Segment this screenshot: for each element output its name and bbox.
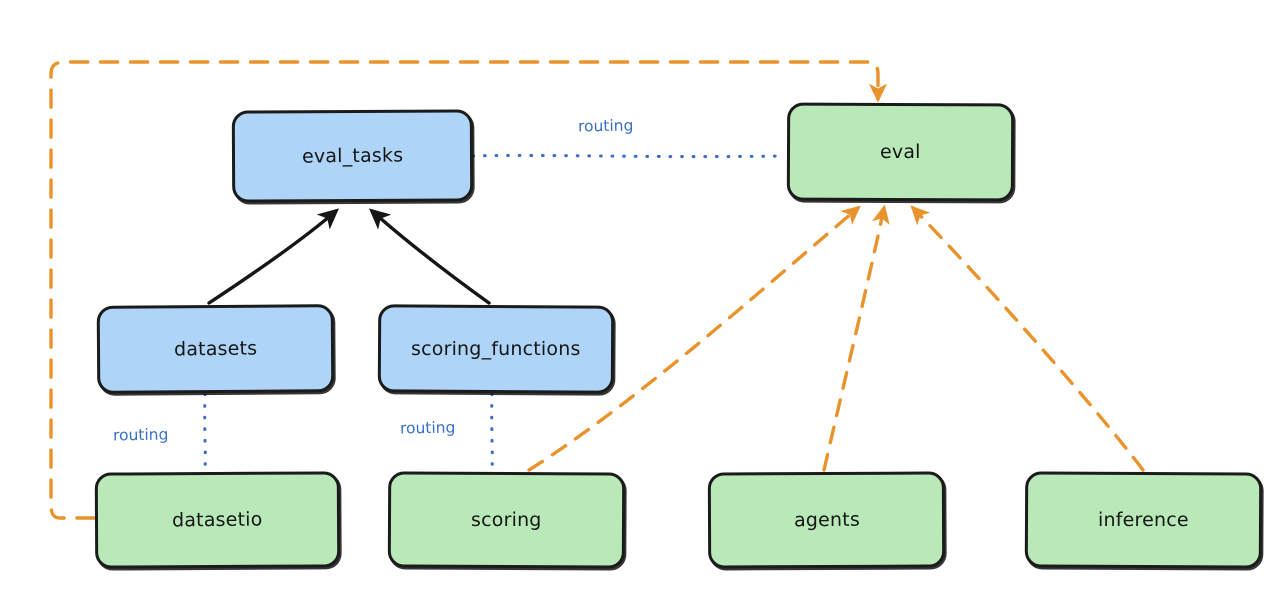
- edge-label-routing-scoring-functions-scoring: routing: [399, 418, 456, 438]
- node-eval-tasks[interactable]: eval_tasks: [231, 109, 474, 203]
- node-scoring[interactable]: scoring: [387, 471, 626, 569]
- edge-label-routing-datasets-datasetio: routing: [112, 425, 169, 445]
- node-datasets[interactable]: datasets: [96, 304, 335, 394]
- edge-agents-to-eval: [822, 204, 890, 472]
- edge-inference-to-eval: [910, 205, 1145, 472]
- edge-datasets-to-datasetio: [203, 392, 207, 473]
- node-scoring-functions-label: scoring_functions: [411, 337, 581, 360]
- node-eval-label: eval: [880, 140, 921, 164]
- node-eval[interactable]: eval: [786, 102, 1015, 202]
- edge-scoring-functions-to-eval-tasks: [369, 208, 491, 305]
- node-inference-label: inference: [1098, 508, 1189, 532]
- node-inference[interactable]: inference: [1024, 471, 1263, 569]
- node-agents[interactable]: agents: [707, 471, 946, 569]
- edge-label-routing-eval-tasks-eval: routing: [577, 116, 634, 136]
- node-scoring-label: scoring: [471, 508, 542, 532]
- node-eval-tasks-label: eval_tasks: [301, 144, 404, 168]
- node-agents-label: agents: [793, 508, 860, 532]
- node-datasetio-label: datasetio: [172, 508, 263, 532]
- edge-eval-tasks-to-eval: [471, 153, 788, 159]
- node-datasetio[interactable]: datasetio: [94, 471, 341, 569]
- edge-scoring-to-eval: [527, 205, 861, 472]
- node-datasets-label: datasets: [173, 337, 258, 361]
- edge-scoring-functions-to-scoring: [490, 392, 494, 473]
- edge-datasetio-to-eval: [49, 60, 888, 520]
- node-scoring-functions[interactable]: scoring_functions: [377, 304, 615, 394]
- edge-datasets-to-eval-tasks: [207, 208, 340, 305]
